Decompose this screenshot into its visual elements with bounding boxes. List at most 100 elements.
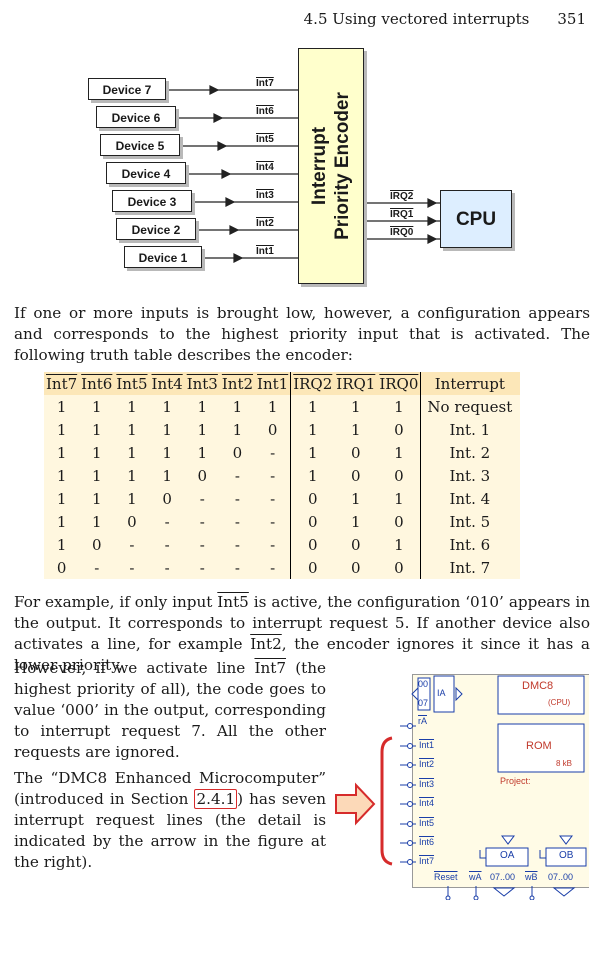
table-cell: 1	[91, 420, 102, 439]
table-cell: -	[270, 535, 276, 554]
oa-label: OA	[500, 850, 515, 861]
table-cell: 1	[197, 397, 208, 416]
micro-int2-label: Int2	[419, 759, 435, 769]
table-cell: 0	[290, 510, 335, 533]
table-cell: 0	[56, 558, 67, 577]
paragraph-dmc8: The “DMC8 Enhanced Microcomputer” (intro…	[14, 768, 326, 873]
table-cell: 1	[197, 420, 208, 439]
micro-int7-label: Int7	[419, 856, 435, 866]
table-cell: 1	[351, 397, 361, 416]
table-cell: -	[270, 558, 276, 577]
table-cell: 1	[290, 441, 335, 464]
arrow-int2	[229, 225, 240, 235]
paragraph-intro: If one or more inputs is brought low, ho…	[14, 304, 590, 364]
device-6-box: Device 6	[96, 106, 176, 128]
table-cell: Int. 6	[420, 533, 521, 556]
table-cell: Int. 5	[420, 510, 521, 533]
signal-int2: Int2	[250, 635, 282, 653]
table-cell: 1	[91, 397, 102, 416]
table-cell: -	[234, 535, 240, 554]
table-cell: Int. 7	[420, 556, 521, 579]
table-cell: -	[234, 489, 240, 508]
int7-label: Int7	[256, 78, 274, 89]
table-cell: 1	[394, 443, 404, 462]
table-cell: 1	[232, 420, 243, 439]
col-header: Int6	[79, 372, 115, 395]
rom-size-label: 8 kB	[556, 759, 573, 768]
table-cell: -	[199, 558, 205, 577]
table-cell: 0	[351, 535, 361, 554]
col-header: Int7	[44, 372, 80, 395]
int6-label: Int6	[256, 106, 274, 117]
table-cell: 1	[162, 397, 172, 416]
table-cell: 1	[162, 443, 172, 462]
table-cell: 0	[290, 533, 335, 556]
ob-label: OB	[559, 850, 574, 861]
irq1-label: IRQ1	[390, 209, 414, 220]
pointer-arrow-icon	[335, 782, 376, 826]
table-cell: 1	[351, 489, 361, 508]
table-cell: 1	[351, 420, 361, 439]
table-cell: -	[199, 535, 205, 554]
table-cell: 1	[127, 397, 137, 416]
port-bottom-label: 07	[418, 698, 429, 708]
table-cell: 0	[197, 466, 208, 485]
table-cell: -	[129, 535, 135, 554]
text-run: The “DMC8 Enhanced Microcomputer” (intro…	[14, 769, 326, 808]
page-number: 351	[557, 10, 586, 28]
text-run: However, if we activate line	[14, 659, 255, 677]
table-cell: -	[199, 489, 205, 508]
rom-label: ROM	[526, 740, 552, 752]
wb-pin-label: wB	[525, 872, 538, 882]
text-run: ) has seven interrupt request lines (the…	[14, 790, 327, 871]
truth-table: Int7 Int6 Int5 Int4 Int3 Int2 Int1 IRQ2 …	[44, 372, 521, 579]
table-cell: 1	[162, 420, 172, 439]
table-cell: 0	[394, 466, 404, 485]
encoder-label: Interrupt Priority Encoder	[308, 48, 354, 284]
table-cell: 1	[162, 466, 172, 485]
device-1-box: Device 1	[124, 246, 202, 268]
micro-graphics	[335, 675, 587, 900]
dmc8-label: DMC8	[522, 680, 554, 692]
col-header: Int5	[114, 372, 150, 395]
reset-pin-label: Reset	[434, 872, 458, 882]
text-run: , the encoder ignores it since it has a …	[14, 635, 590, 674]
table-cell: 1	[91, 512, 102, 531]
arrow-irq2	[427, 198, 438, 208]
table-cell: 1	[290, 464, 335, 487]
diagram-wires	[166, 85, 440, 263]
table-cell: 1	[91, 489, 102, 508]
table-cell: 1	[127, 489, 137, 508]
port-b-range-label: 07..00	[548, 872, 574, 882]
col-header: Int1	[255, 372, 291, 395]
int4-label: Int4	[256, 162, 274, 173]
table-cell: 1	[290, 418, 335, 441]
table-cell: 1	[56, 397, 67, 416]
table-cell: 1	[56, 466, 67, 485]
table-cell: 0	[290, 556, 335, 579]
col-header: IRQ0	[377, 372, 421, 395]
table-cell: 0	[351, 466, 361, 485]
table-cell: 1	[127, 466, 137, 485]
table-cell: -	[164, 512, 170, 531]
signal-int7: Int7	[254, 659, 287, 677]
table-cell: 0	[394, 420, 404, 439]
device-7-box: Device 7	[88, 78, 166, 100]
encoder-label-line2: Priority Encoder	[332, 92, 353, 240]
bracket-icon	[380, 736, 393, 866]
table-cell: -	[270, 443, 276, 462]
table-cell: -	[94, 558, 100, 577]
text-run: is active, the configuration ‘010’ appea…	[14, 593, 590, 653]
arrow-int5	[217, 141, 228, 151]
arrow-int1	[233, 253, 244, 263]
section-reference-link[interactable]: 2.4.1	[194, 789, 238, 809]
table-cell: 1	[394, 489, 404, 508]
int1-label: Int1	[256, 246, 274, 257]
text-run: (the highest priority of all), the code …	[14, 659, 326, 761]
table-cell: 1	[56, 443, 67, 462]
table-cell: Int. 1	[420, 418, 521, 441]
